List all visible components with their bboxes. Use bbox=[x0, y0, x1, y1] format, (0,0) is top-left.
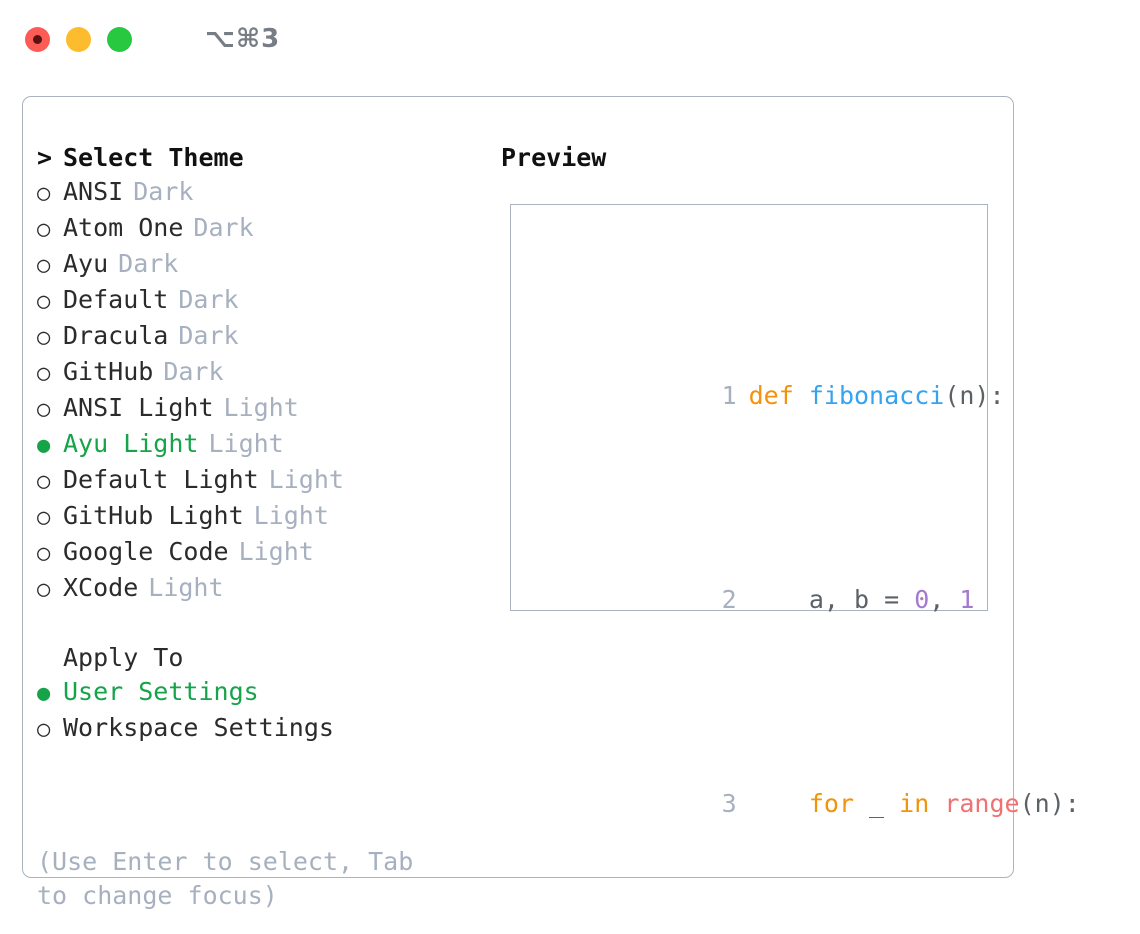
theme-option-default-dark[interactable]: ○ Default Dark bbox=[37, 283, 485, 319]
apply-option-user-settings[interactable]: ● User Settings bbox=[37, 675, 485, 711]
code-token: range bbox=[944, 789, 1020, 818]
theme-variant: Dark bbox=[193, 213, 254, 242]
radio-unselected-icon: ○ bbox=[37, 289, 51, 314]
theme-variant: Dark bbox=[118, 249, 179, 278]
theme-option-ayu-light[interactable]: ● Ayu Light Light bbox=[37, 427, 485, 463]
theme-variant: Light bbox=[148, 573, 224, 602]
maximize-button-icon[interactable] bbox=[107, 26, 132, 52]
apply-to-heading: Apply To bbox=[37, 641, 485, 675]
code-token: fibonacci bbox=[808, 381, 945, 410]
code-token bbox=[929, 789, 944, 818]
theme-variant: Dark bbox=[178, 285, 239, 314]
select-theme-heading: > Select Theme bbox=[37, 141, 485, 175]
line-number: 2 bbox=[721, 585, 737, 614]
theme-variant: Light bbox=[223, 393, 299, 422]
theme-variant: Dark bbox=[133, 177, 194, 206]
code-line: 1 def fibonacci(n): bbox=[528, 345, 1140, 447]
theme-name: Ayu Light bbox=[63, 429, 199, 458]
code-token: def bbox=[748, 381, 809, 410]
theme-option-xcode[interactable]: ○ XCode Light bbox=[37, 571, 485, 607]
code-token: _ bbox=[854, 789, 900, 818]
theme-variant: Dark bbox=[178, 321, 239, 350]
code-token: (n): bbox=[1019, 789, 1080, 818]
radio-unselected-icon: ○ bbox=[37, 253, 51, 278]
preview-column: Preview bbox=[501, 141, 1001, 175]
theme-name: Default bbox=[63, 285, 169, 314]
theme-name: ANSI bbox=[63, 177, 124, 206]
apply-option-label: User Settings bbox=[63, 677, 259, 706]
code-token: a, b = bbox=[748, 585, 915, 614]
theme-name: Dracula bbox=[63, 321, 169, 350]
apply-option-workspace-settings[interactable]: ○ Workspace Settings bbox=[37, 711, 485, 747]
code-token: , bbox=[929, 585, 960, 614]
theme-option-github-dark[interactable]: ○ GitHub Dark bbox=[37, 355, 485, 391]
radio-selected-icon: ● bbox=[37, 681, 51, 706]
keyboard-hint-text: (Use Enter to select, Tab to change focu… bbox=[37, 847, 414, 910]
theme-name: XCode bbox=[63, 573, 139, 602]
close-button-icon[interactable] bbox=[25, 26, 50, 52]
caret-icon: > bbox=[37, 143, 53, 172]
preview-heading: Preview bbox=[501, 143, 607, 172]
theme-name: GitHub bbox=[63, 357, 154, 386]
line-number: 1 bbox=[721, 381, 737, 410]
radio-unselected-icon: ○ bbox=[37, 577, 51, 602]
radio-unselected-icon: ○ bbox=[37, 325, 51, 350]
code-line: 3 for _ in range(n): bbox=[528, 753, 1140, 855]
theme-name: Default Light bbox=[63, 465, 259, 494]
theme-option-dracula-dark[interactable]: ○ Dracula Dark bbox=[37, 319, 485, 355]
theme-name: Ayu bbox=[63, 249, 109, 278]
theme-option-default-light[interactable]: ○ Default Light Light bbox=[37, 463, 485, 499]
keyboard-shortcut-label: ⌥⌘3 bbox=[205, 24, 281, 54]
title-bar: ⌥⌘3 bbox=[0, 0, 1140, 78]
theme-option-github-light[interactable]: ○ GitHub Light Light bbox=[37, 499, 485, 535]
theme-variant: Dark bbox=[163, 357, 224, 386]
code-token: 0 bbox=[914, 585, 930, 614]
code-token: (n): bbox=[944, 381, 1005, 410]
radio-selected-icon: ● bbox=[37, 433, 51, 458]
code-token bbox=[749, 789, 809, 818]
radio-unselected-icon: ○ bbox=[37, 217, 51, 242]
theme-option-ansi-dark[interactable]: ○ ANSI Dark bbox=[37, 175, 485, 211]
radio-unselected-icon: ○ bbox=[37, 469, 51, 494]
radio-unselected-icon: ○ bbox=[37, 505, 51, 530]
apply-option-label: Workspace Settings bbox=[63, 713, 334, 742]
theme-variant: Light bbox=[268, 465, 344, 494]
section-spacer bbox=[37, 607, 485, 641]
theme-option-ansi-light[interactable]: ○ ANSI Light Light bbox=[37, 391, 485, 427]
theme-option-ayu-dark[interactable]: ○ Ayu Dark bbox=[37, 247, 485, 283]
theme-variant: Light bbox=[253, 501, 329, 530]
theme-variant: Light bbox=[238, 537, 314, 566]
select-theme-label: Select Theme bbox=[63, 143, 244, 172]
traffic-lights bbox=[25, 26, 132, 52]
theme-name: Google Code bbox=[63, 537, 229, 566]
radio-unselected-icon: ○ bbox=[37, 361, 51, 386]
radio-unselected-icon: ○ bbox=[37, 541, 51, 566]
code-token: in bbox=[899, 789, 930, 818]
theme-name: GitHub Light bbox=[63, 501, 244, 530]
radio-unselected-icon: ○ bbox=[37, 181, 51, 206]
theme-name: ANSI Light bbox=[63, 393, 214, 422]
minimize-button-icon[interactable] bbox=[66, 26, 91, 52]
code-token: 1 bbox=[959, 585, 975, 614]
code-line: 2 a, b = 0, 1 bbox=[528, 549, 1140, 651]
radio-unselected-icon: ○ bbox=[37, 397, 51, 422]
theme-option-atom-one-dark[interactable]: ○ Atom One Dark bbox=[37, 211, 485, 247]
apply-to-label: Apply To bbox=[63, 643, 184, 672]
line-number: 3 bbox=[721, 789, 737, 818]
radio-unselected-icon: ○ bbox=[37, 717, 51, 742]
theme-variant: Light bbox=[208, 429, 284, 458]
code-token: for bbox=[808, 789, 854, 818]
theme-option-google-code[interactable]: ○ Google Code Light bbox=[37, 535, 485, 571]
theme-name: Atom One bbox=[63, 213, 184, 242]
